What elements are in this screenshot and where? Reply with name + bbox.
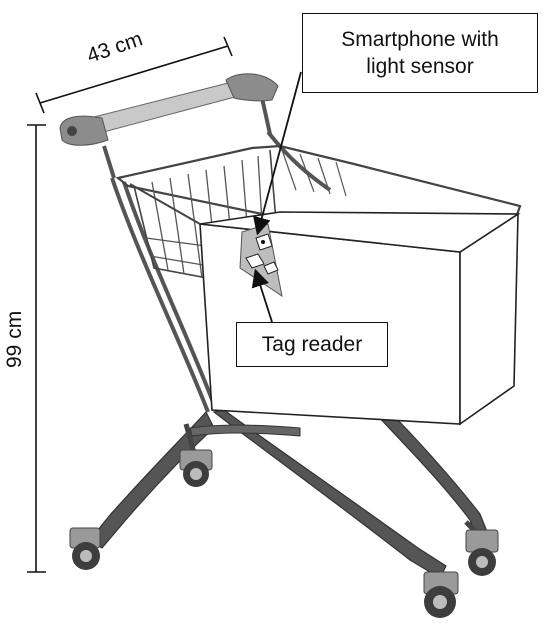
wheel-rear-left	[179, 449, 213, 487]
smartphone-label-line1: Smartphone with	[341, 28, 499, 51]
cart-basket	[115, 144, 522, 426]
width-dimension	[35, 36, 233, 114]
cart-side-frame	[110, 130, 332, 413]
smartphone-callout-arrow	[253, 71, 302, 236]
wheel-rear-right	[465, 529, 499, 576]
smartphone-label-line2: light sensor	[366, 55, 474, 78]
wheel-front-left	[69, 527, 101, 570]
tag-reader-label: Tag reader	[261, 333, 363, 356]
tag-reader-callout-arrow	[251, 268, 273, 323]
tag-reader-device	[245, 253, 279, 275]
smartphone-callout: Smartphone with light sensor	[302, 13, 538, 93]
cart-handle	[59, 73, 279, 179]
height-label: 99 cm	[3, 310, 26, 368]
tag-reader-callout: Tag reader	[236, 322, 388, 367]
height-dimension	[27, 124, 46, 573]
wheel-front-right	[423, 571, 459, 618]
cart-base-frame	[89, 409, 489, 579]
